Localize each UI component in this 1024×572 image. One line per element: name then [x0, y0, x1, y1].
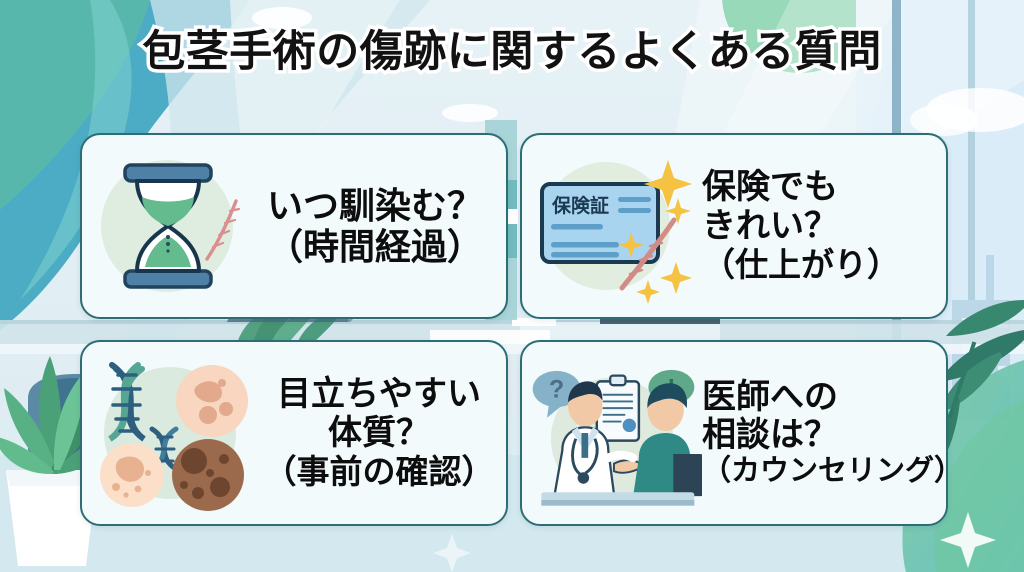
- insurance-card-icon: 保険証: [526, 138, 702, 314]
- faq-card-consultation[interactable]: ? !: [520, 340, 948, 526]
- faq-card-insurance-text: 保険でも きれい？ （仕上がり）: [702, 168, 946, 283]
- faq-line-1: いつ馴染む？: [266, 184, 483, 226]
- faq-card-constitution-text: 目立ちやすい 体質？ （事前の確認）: [262, 375, 506, 490]
- faq-card-insurance[interactable]: 保険証: [520, 133, 948, 319]
- faq-card-timeline-text: いつ馴染む？ （時間経過）: [262, 185, 506, 267]
- faq-line-1: 保険でも: [702, 168, 838, 207]
- insurance-card-label: 保険証: [551, 194, 609, 217]
- faq-card-consultation-text: 医師への 相談は？ （カウンセリング）: [702, 377, 948, 489]
- page-title: 包茎手術の傷跡に関するよくある質問: [139, 24, 885, 79]
- faq-line-3: （仕上がり）: [702, 245, 900, 283]
- hourglass-icon: [86, 138, 262, 314]
- faq-line-3: （事前の確認）: [263, 452, 495, 490]
- faq-line-2: （時間経過）: [266, 226, 483, 267]
- svg-text:?: ?: [549, 376, 564, 404]
- faq-line-1: 医師への: [702, 377, 838, 416]
- faq-card-constitution[interactable]: 目立ちやすい 体質？ （事前の確認）: [80, 340, 508, 526]
- dna-skin-icon: [86, 345, 262, 521]
- faq-line-3: （カウンセリング）: [702, 455, 948, 488]
- faq-line-1: 目立ちやすい: [277, 375, 481, 414]
- faq-line-2: 相談は？: [702, 416, 838, 455]
- doctor-consultation-icon: ? !: [526, 345, 702, 521]
- faq-line-2: きれい？: [702, 207, 838, 246]
- faq-card-timeline[interactable]: いつ馴染む？ （時間経過）: [80, 133, 508, 319]
- faq-line-2: 体質？: [328, 414, 430, 453]
- page-title-container: 包茎手術の傷跡に関するよくある質問: [0, 24, 1024, 79]
